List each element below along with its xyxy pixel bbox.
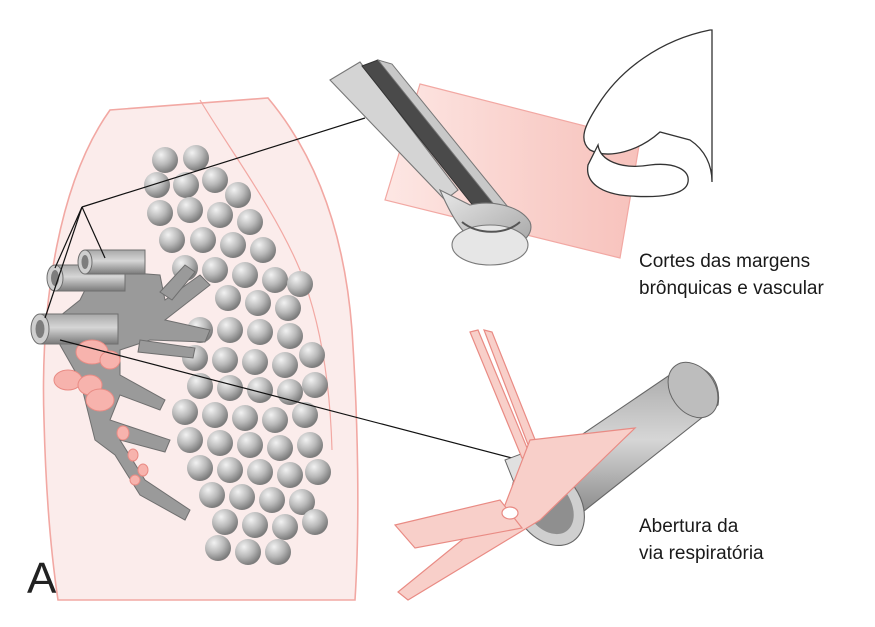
scissors-icon	[393, 329, 637, 601]
caption-line: via respiratória	[639, 543, 764, 564]
bronchus-tube-lower	[30, 313, 119, 345]
caption-airway-opening: Abertura da via respiratória	[639, 513, 764, 567]
leader-lines	[44, 117, 513, 459]
caption-bronchial-margins: Cortes das margens brônquicas e vascular	[639, 248, 824, 302]
hand-icon	[583, 29, 713, 198]
caption-line: Cortes das margens	[639, 251, 811, 272]
bronchus-tube-middle	[77, 249, 146, 275]
forceps-icon	[329, 59, 532, 266]
caption-line: Abertura da	[639, 516, 739, 537]
caption-line: brônquicas e vascular	[639, 278, 824, 299]
panel-letter: A	[27, 554, 57, 603]
alveoli-cluster	[144, 145, 331, 565]
cut-bronchi	[30, 249, 146, 345]
tissue-sheet	[384, 83, 641, 259]
